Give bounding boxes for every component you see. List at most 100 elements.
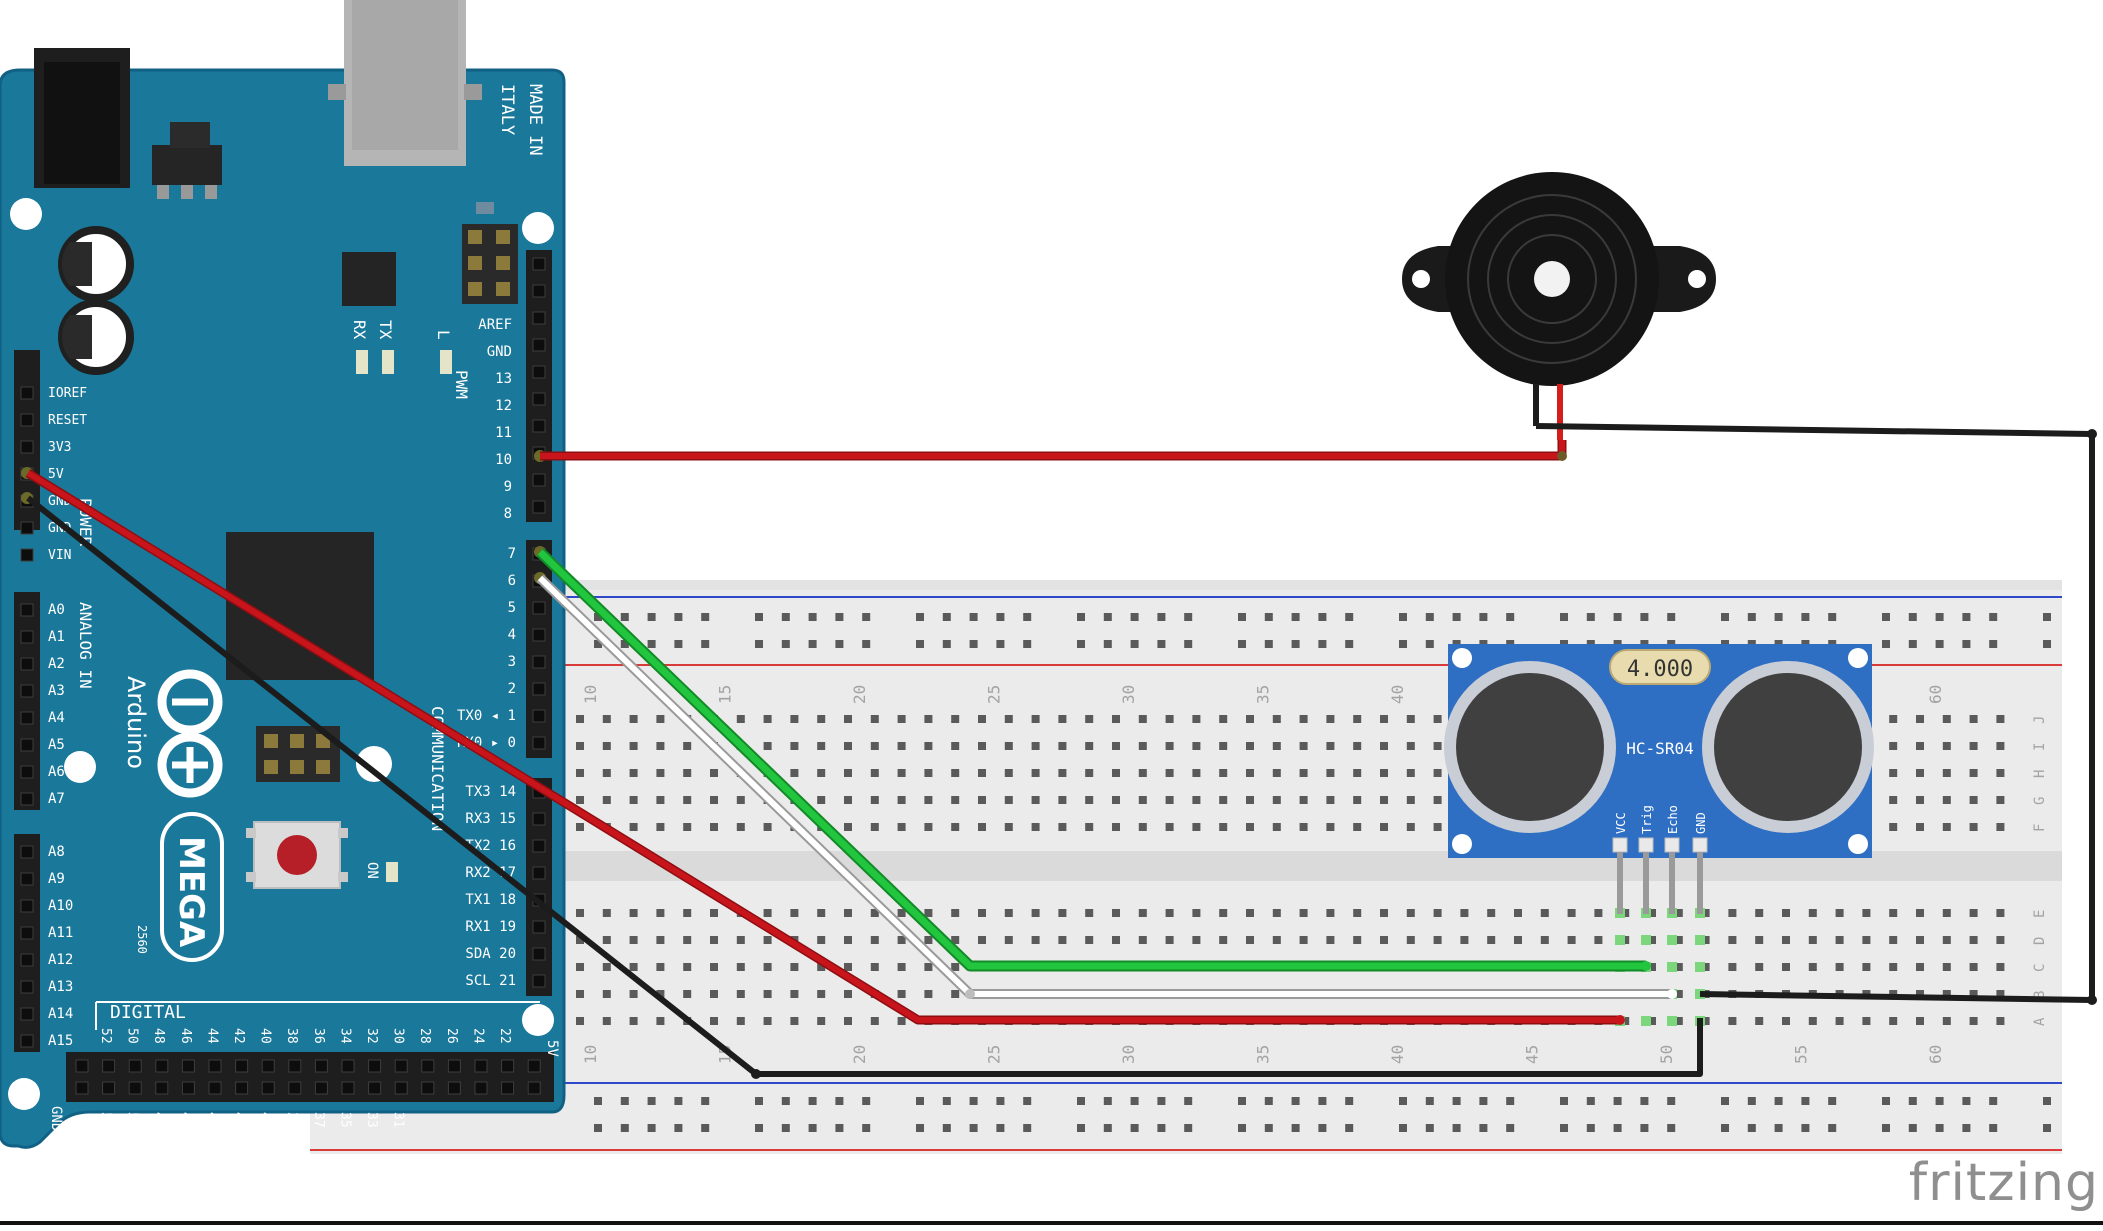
breadboard-hole (1246, 909, 1254, 917)
row-label: H (2032, 770, 2048, 778)
wire-buzzer-gnd (1535, 423, 2095, 1003)
rail-hole (1264, 613, 1273, 621)
breadboard-hole (1942, 796, 1951, 804)
rail-hole (1264, 640, 1273, 648)
breadboard-hole (1246, 823, 1254, 831)
breadboard-hole (1058, 715, 1067, 723)
header-pin (394, 1059, 408, 1073)
breadboard-hole (1031, 769, 1040, 777)
digital-pin-label: 5 (508, 600, 516, 616)
breadboard-hole (1835, 909, 1844, 917)
breadboard-hole (844, 990, 852, 998)
breadboard-hole (1246, 715, 1254, 723)
column-label: 40 (1388, 685, 1407, 704)
rail-hole (1345, 1097, 1354, 1105)
breadboard-hole (1299, 823, 1308, 831)
breadboard-hole (710, 909, 718, 917)
breadboard-hole (1004, 742, 1013, 750)
header-pin (20, 1007, 34, 1021)
header-pin (527, 1081, 541, 1095)
breadboard-hole (1192, 909, 1201, 917)
rail-hole (1613, 1097, 1622, 1105)
rail-hole (594, 1097, 602, 1105)
header-pin (20, 980, 34, 994)
rail-hole (2043, 640, 2051, 648)
rail-hole (1962, 613, 1971, 621)
l-label: L (434, 330, 453, 340)
breadboard-hole (1782, 909, 1790, 917)
breadboard-hole (1996, 769, 2005, 777)
breadboard-hole (1380, 823, 1388, 831)
header-pin (20, 413, 34, 427)
row-label: E (2032, 910, 2048, 918)
sensor-pin-pad (1664, 837, 1680, 853)
breadboard-hole (1942, 1017, 1951, 1025)
breadboard-hole (951, 823, 960, 831)
rail-hole (620, 613, 629, 621)
header-pin (474, 1059, 488, 1073)
rail-hole (1479, 1124, 1488, 1132)
breadboard-hole (629, 936, 638, 944)
breadboard-hole (924, 769, 933, 777)
breadboard-hole (1380, 909, 1388, 917)
rail-hole (862, 613, 871, 621)
breadboard-hole (1219, 796, 1228, 804)
breadboard-hole (1782, 1017, 1790, 1025)
header-pin (288, 1081, 302, 1095)
breadboard-hole (1138, 769, 1147, 777)
header-pin (532, 682, 546, 696)
rail-hole (1077, 1124, 1085, 1132)
breadboard-hole (1996, 796, 2005, 804)
breadboard-hole (1996, 823, 2005, 831)
breadboard-hole (1942, 963, 1951, 971)
breadboard-hole (1031, 936, 1040, 944)
header-pin (368, 1059, 382, 1073)
breadboard-hole (1406, 909, 1415, 917)
breadboard-hole (1165, 909, 1174, 917)
breadboard-hole (924, 823, 933, 831)
breadboard-hole (1916, 769, 1924, 777)
breadboard-hole (1969, 742, 1978, 750)
breadboard-hole (1942, 990, 1951, 998)
analog-pin-label: A1 (48, 629, 65, 645)
capacitor-band (61, 242, 92, 286)
breadboard-hole (1112, 823, 1120, 831)
breadboard-hole (1138, 742, 1147, 750)
header-pin (128, 1059, 142, 1073)
rail-hole (1130, 1097, 1139, 1105)
rail-hole (1184, 1124, 1193, 1132)
breadboard-hole (710, 796, 718, 804)
breadboard-hole (629, 823, 638, 831)
row-label: F (2032, 824, 2048, 832)
breadboard-hole (1406, 742, 1415, 750)
breadboard-hole-connected (1667, 962, 1677, 972)
breadboard-hole (1138, 823, 1147, 831)
rail-hole (1506, 1124, 1515, 1132)
header-pin (532, 709, 546, 723)
rail-hole (1318, 1124, 1327, 1132)
breadboard-hole (1272, 769, 1281, 777)
rail-hole (1318, 1097, 1327, 1105)
comm-pin-label: TX3 14 (465, 784, 516, 800)
header-pin (20, 792, 34, 806)
rail-hole (969, 1097, 978, 1105)
breadboard-hole (1246, 742, 1254, 750)
digital-pin-label: 3 (508, 654, 516, 670)
breadboard-hole (1326, 796, 1335, 804)
rail-hole (1962, 640, 1971, 648)
breadboard-hole (1085, 796, 1094, 804)
rail-hole (674, 613, 683, 621)
breadboard-hole (1996, 909, 2005, 917)
breadboard-hole (978, 769, 986, 777)
reset-button-cap (277, 835, 317, 875)
breadboard-hole (1192, 742, 1201, 750)
breadboard-hole (602, 909, 611, 917)
buzzer-center (1534, 261, 1570, 297)
usb-tab (464, 84, 482, 100)
header-number-label: 45 (204, 1112, 219, 1128)
header-pin (532, 655, 546, 669)
rail-hole (835, 640, 844, 648)
rail-hole (1801, 1124, 1810, 1132)
header-pin (20, 603, 34, 617)
sensor-pin-pad (1638, 837, 1654, 853)
